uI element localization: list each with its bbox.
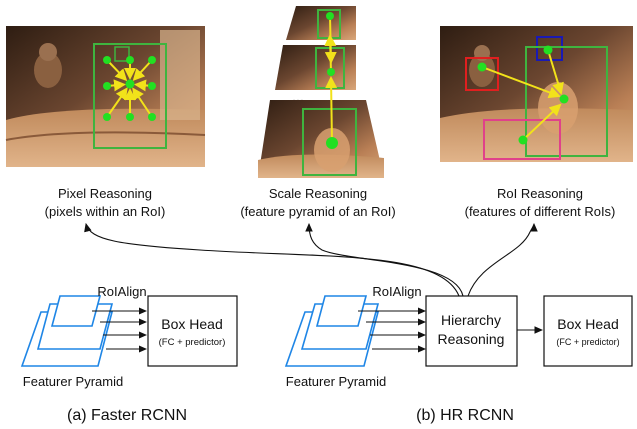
pixel-point	[103, 113, 111, 121]
pyramid-label: Featurer Pyramid	[286, 374, 386, 389]
roialign-arrows	[92, 307, 147, 353]
caption-hr-rcnn: (b) HR RCNN	[416, 407, 514, 424]
connector-curves	[84, 222, 538, 297]
box-head	[543, 295, 633, 367]
object-box	[114, 46, 130, 62]
scale-reasoning-panel: ... Scale Reasoning (feature pyramid of …	[240, 6, 396, 219]
scale-level-middle	[275, 45, 356, 90]
box-head	[147, 295, 238, 367]
box-head-label: Box Head	[557, 316, 618, 332]
box-head-sublabel: (FC + predictor)	[159, 337, 226, 348]
pixel-reasoning-title: Pixel Reasoning	[58, 186, 152, 201]
hr-rcnn-section: RoIAlign Hierarchy Reasoning Box Head (F…	[284, 284, 633, 424]
curve-to-scale	[305, 222, 464, 297]
roi-points	[477, 45, 569, 145]
scale-reasoning-subtitle: (feature pyramid of an RoI)	[240, 204, 395, 219]
roialign-label: RoIAlign	[97, 284, 146, 299]
roialign-arrows	[358, 307, 426, 353]
roi-box	[93, 43, 167, 149]
roi-reasoning-title: RoI Reasoning	[497, 186, 583, 201]
scale-level-bottom	[258, 100, 384, 178]
pixel-point	[148, 82, 156, 90]
pixel-center-point	[125, 79, 135, 89]
scale-arrows	[324, 15, 338, 144]
pixel-arrow	[106, 59, 128, 82]
pixel-points	[103, 56, 156, 121]
hierarchy-label-line1: Hierarchy	[441, 312, 501, 328]
pixel-arrow	[106, 87, 128, 118]
pixel-point	[148, 56, 156, 64]
scale-reasoning-title: Scale Reasoning	[269, 186, 367, 201]
caption-faster-rcnn: (a) Faster RCNN	[67, 407, 187, 424]
ellipsis: ...	[292, 89, 304, 105]
roi-reasoning-subtitle: (features of different RoIs)	[465, 204, 616, 219]
curve-to-roi	[467, 222, 538, 297]
pixel-point	[148, 113, 156, 121]
scale-level-top	[286, 6, 356, 40]
roi-green-box	[525, 46, 608, 157]
pixel-arrow	[132, 87, 153, 118]
scale-points	[326, 12, 338, 149]
pixel-point	[126, 113, 134, 121]
pixel-reasoning-panel: Pixel Reasoning (pixels within an RoI)	[5, 26, 206, 219]
hierarchy-reasoning-box	[425, 295, 518, 367]
roi-blue-box	[536, 36, 563, 61]
pixel-reasoning-subtitle: (pixels within an RoI)	[45, 204, 166, 219]
box-head-sublabel: (FC + predictor)	[556, 337, 619, 347]
pixel-reasoning-photo	[5, 26, 206, 167]
roi-reasoning-panel: RoI Reasoning (features of different RoI…	[440, 26, 633, 219]
pixel-point	[103, 82, 111, 90]
pixel-point	[103, 56, 111, 64]
faster-rcnn-section: RoIAlign Box Head (FC + predictor) Featu…	[20, 284, 238, 424]
roi-arrows	[481, 49, 564, 141]
roi-pink-box	[483, 119, 561, 160]
feature-pyramid	[20, 295, 114, 367]
roialign-label: RoIAlign	[372, 284, 421, 299]
pixel-arrow	[132, 59, 153, 82]
box-head-label: Box Head	[161, 316, 222, 332]
hierarchy-label-line2: Reasoning	[438, 331, 505, 347]
feature-pyramid	[284, 295, 380, 367]
pyramid-label: Featurer Pyramid	[23, 374, 123, 389]
pixel-point	[126, 56, 134, 64]
